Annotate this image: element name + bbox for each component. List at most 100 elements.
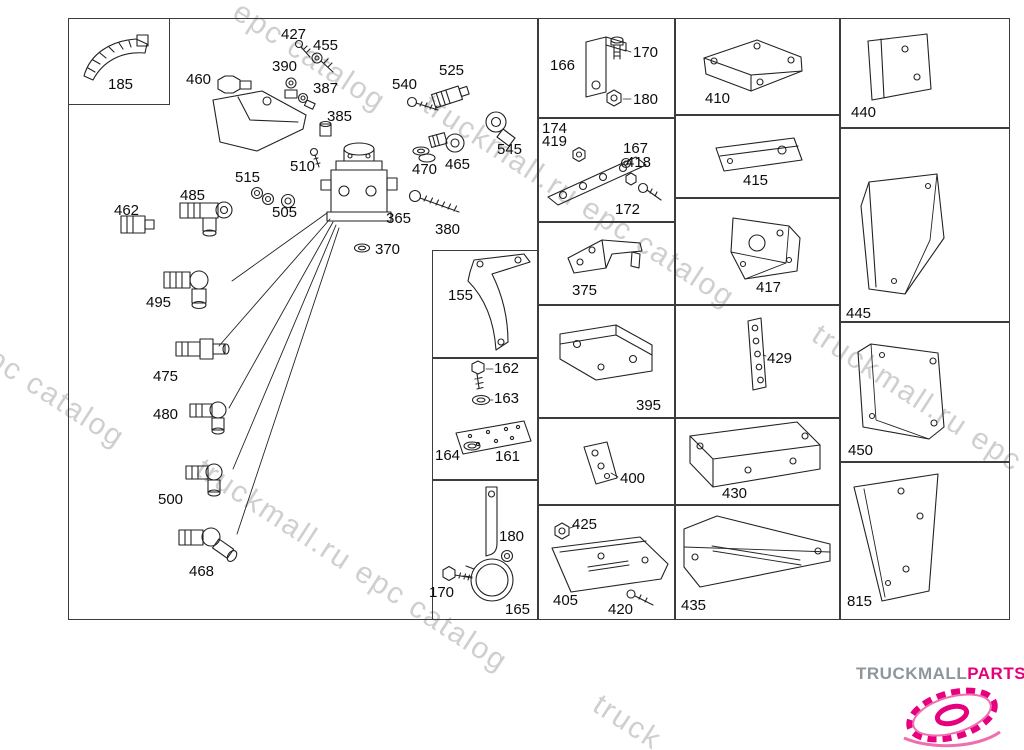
mounting-plate-drawing [212, 90, 307, 152]
part-label-515: 515 [235, 169, 261, 186]
part-label-450: 450 [848, 442, 874, 459]
part-label-480: 480 [153, 406, 179, 423]
part-400-drawing [583, 441, 619, 485]
part-label-510: 510 [290, 158, 316, 175]
part-label-410: 410 [705, 90, 731, 107]
part-525-drawing [430, 85, 470, 109]
panel-clamp [432, 480, 538, 620]
part-165-strap-drawing [485, 486, 498, 557]
part-label-425: 425 [572, 516, 598, 533]
part-429-drawing [747, 317, 767, 391]
part-label-162: 162 [494, 360, 520, 377]
part-462-drawing [120, 215, 155, 234]
part-395-drawing [559, 324, 653, 381]
panel-410 [675, 18, 840, 115]
part-170-clamp-bolt-drawing [442, 565, 473, 582]
part-495-drawing [163, 270, 209, 310]
part-label-500: 500 [158, 491, 184, 508]
part-label-440: 440 [851, 104, 877, 121]
part-label-165: 165 [505, 601, 531, 618]
part-155-drawing [467, 253, 531, 351]
panel-375 [538, 222, 675, 305]
truckmall-gear-icon [903, 687, 1001, 748]
panel-fasteners [432, 358, 538, 480]
part-500-drawing [185, 463, 223, 497]
part-164-drawing [463, 441, 481, 451]
part-label-170-top: 170 [633, 44, 659, 61]
part-label-163: 163 [494, 390, 520, 407]
part-label-370: 370 [375, 241, 401, 258]
part-label-172: 172 [615, 201, 641, 218]
panel-445 [840, 128, 1010, 322]
part-430-drawing [689, 421, 821, 488]
part-485-drawing [179, 201, 233, 237]
part-510-drawing [309, 147, 321, 168]
panel-172 [538, 118, 675, 222]
part-label-180-top: 180 [633, 91, 659, 108]
part-180-clamp-washer-drawing [500, 549, 514, 563]
part-label-460: 460 [186, 71, 212, 88]
part-label-445: 445 [846, 305, 872, 322]
part-label-387: 387 [313, 80, 339, 97]
part-505-drawing [280, 193, 296, 209]
part-label-417: 417 [756, 279, 782, 296]
panel-440 [840, 18, 1010, 128]
panel-415 [675, 115, 840, 198]
part-label-815: 815 [847, 593, 873, 610]
part-420-bolt-drawing [626, 589, 654, 606]
part-445-drawing [860, 173, 945, 295]
part-166-drawing [585, 36, 627, 98]
part-label-405: 405 [553, 592, 579, 609]
panel-435 [675, 505, 840, 620]
part-label-430: 430 [722, 485, 748, 502]
part-label-170-clamp: 170 [429, 584, 455, 601]
part-label-427: 427 [281, 26, 307, 43]
part-465-drawing [428, 132, 465, 153]
panel-395 [538, 305, 675, 418]
part-410-drawing [703, 39, 803, 92]
part-165-clamp-drawing [462, 558, 514, 602]
part-label-420: 420 [608, 601, 634, 618]
part-label-185: 185 [108, 76, 134, 93]
part-480-drawing [189, 401, 227, 435]
logo-brand-gray: TRUCKMALL [856, 664, 968, 683]
part-375-drawing [567, 239, 643, 274]
part-390-drawing [284, 77, 298, 99]
part-515-drawing [250, 186, 275, 206]
part-415-drawing [715, 137, 803, 172]
part-label-375: 375 [572, 282, 598, 299]
panel-155 [432, 250, 538, 358]
part-label-525: 525 [439, 62, 465, 79]
truckmall-logo-text: TRUCKMALLPARTS [856, 664, 1024, 684]
part-387-drawing [297, 92, 316, 110]
part-460-drawing [217, 75, 252, 94]
part-468-drawing [178, 527, 238, 562]
part-385-drawing [319, 120, 332, 137]
part-label-465: 465 [445, 156, 471, 173]
leader-lines [218, 212, 340, 535]
part-180-top-nut-drawing [606, 89, 632, 107]
part-label-385: 385 [327, 108, 353, 125]
part-167-drawing [620, 157, 632, 169]
part-label-505: 505 [272, 204, 298, 221]
part-label-435: 435 [681, 597, 707, 614]
part-label-395: 395 [636, 397, 662, 414]
part-440-drawing [867, 33, 932, 101]
panel-166 [538, 18, 675, 118]
part-label-495: 495 [146, 294, 172, 311]
logo-brand-pink: PARTS [967, 664, 1024, 683]
part-419-nut-drawing [572, 146, 586, 163]
part-label-167: 167 [623, 140, 649, 157]
part-450-drawing [857, 343, 945, 440]
panel-429 [675, 305, 840, 418]
part-label-380: 380 [435, 221, 461, 238]
part-label-390: 390 [272, 58, 298, 75]
part-418-drawing [625, 172, 637, 186]
part-label-545: 545 [497, 141, 523, 158]
part-470-drawing [412, 146, 436, 163]
panel-815 [840, 462, 1010, 620]
part-label-418: 418 [626, 154, 652, 171]
part-405-drawing [551, 536, 669, 593]
